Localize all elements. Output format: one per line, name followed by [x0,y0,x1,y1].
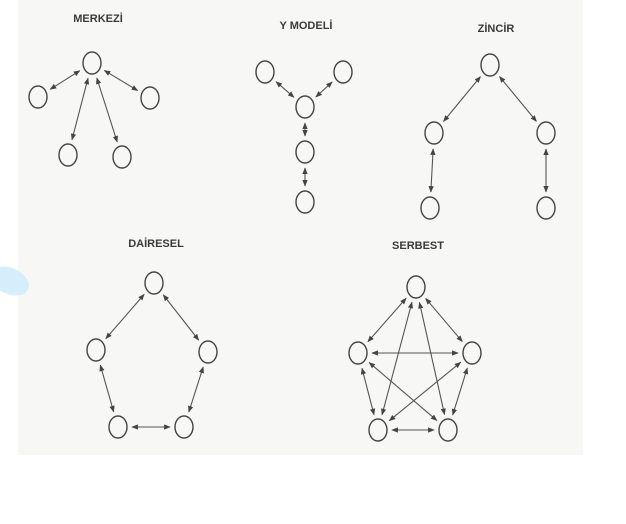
merkezi-node [58,143,78,167]
title-merkezi: MERKEZİ [73,12,123,25]
serbest-edge [418,301,446,416]
title-y-modeli: Y MODELİ [280,19,333,32]
dairesel-node [86,338,106,362]
title-serbest: SERBEST [392,240,444,252]
serbest-edge [367,297,407,343]
title-dairesel: DAİRESEL [128,237,184,250]
merkezi-node [82,51,102,75]
merkezi-edge [103,69,139,92]
zincir-node [480,53,500,77]
y-modeli-node [295,140,315,164]
dairesel-node [144,271,164,295]
merkezi-edge [49,70,81,90]
serbest-edge [360,367,376,416]
dairesel-node [108,415,128,439]
title-zincir: ZİNCİR [478,22,515,35]
serbest-edge [388,361,462,422]
dairesel-edge [162,294,200,341]
serbest-edge [368,362,438,421]
serbest-edge [381,301,413,416]
merkezi-node [112,145,132,169]
y-modeli-node [295,190,315,214]
merkezi-node [140,86,160,110]
y-modeli-node [333,60,353,84]
zincir-edge [428,148,436,193]
y-modeli-node [295,95,315,119]
y-modeli-edge [315,81,333,98]
serbest-edge [425,297,463,343]
zincir-edge [499,76,537,122]
zincir-node [536,121,556,145]
serbest-edge [451,367,469,416]
y-modeli-node [255,60,275,84]
y-modeli-edge [275,81,295,98]
dairesel-edge [105,293,145,340]
zincir-node [536,196,556,220]
serbest-node [368,418,388,442]
zincir-edge [443,76,481,122]
serbest-node [406,275,426,299]
serbest-node [348,341,368,365]
merkezi-node [28,85,48,109]
merkezi-edge [70,77,90,141]
zincir-node [424,121,444,145]
merkezi-edge [96,77,118,143]
serbest-node [438,418,458,442]
dairesel-node [198,340,218,364]
dairesel-node [174,415,194,439]
dairesel-edge [188,366,204,413]
zincir-node [420,196,440,220]
serbest-node [462,341,482,365]
dairesel-edge [99,364,115,413]
